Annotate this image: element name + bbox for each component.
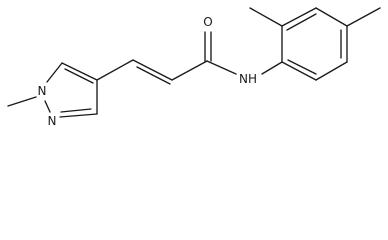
bond-carbonyl-n: [206, 60, 237, 75]
bond-ar6-ar1-double: [287, 59, 317, 75]
bond-ar2-ar3-double: [286, 13, 317, 31]
atom-label-n1: N: [38, 84, 47, 98]
bond-calpha-cbeta: [132, 59, 173, 81]
bond-ar6-ar1: [281, 61, 317, 81]
bond-c4-calpha: [96, 59, 134, 81]
bond-ar3-ar4: [315, 7, 348, 27]
bond-ar5-ar6: [315, 61, 348, 81]
pyrazole-ring: [7, 62, 98, 118]
bond-para-methyl: [346, 7, 381, 27]
bond-calpha-cbeta-double: [136, 66, 171, 85]
bond-methyl-n1: [7, 96, 37, 107]
acrylamide-chain: [96, 31, 283, 85]
bond-ortho-methyl: [249, 7, 283, 27]
bond-n2-n1: [44, 100, 51, 113]
bond-n1-c5: [46, 62, 63, 83]
bond-c3-n2-double: [60, 108, 92, 113]
atom-label-n2: N: [48, 114, 57, 128]
atom-label-oxygen: O: [203, 15, 212, 29]
atom-label-nh: NH: [239, 72, 257, 86]
bond-ar2-ar3: [281, 7, 317, 27]
bond-n-aryl: [261, 61, 283, 75]
bond-c5-c4-double: [64, 68, 94, 84]
bond-c5-c4: [61, 62, 98, 81]
chemical-structure: N N O NH: [7, 7, 381, 128]
bond-c3-n2: [59, 113, 98, 118]
bond-cbeta-ccarbonyl: [171, 60, 208, 81]
dimethylphenyl-ring: [249, 7, 381, 81]
